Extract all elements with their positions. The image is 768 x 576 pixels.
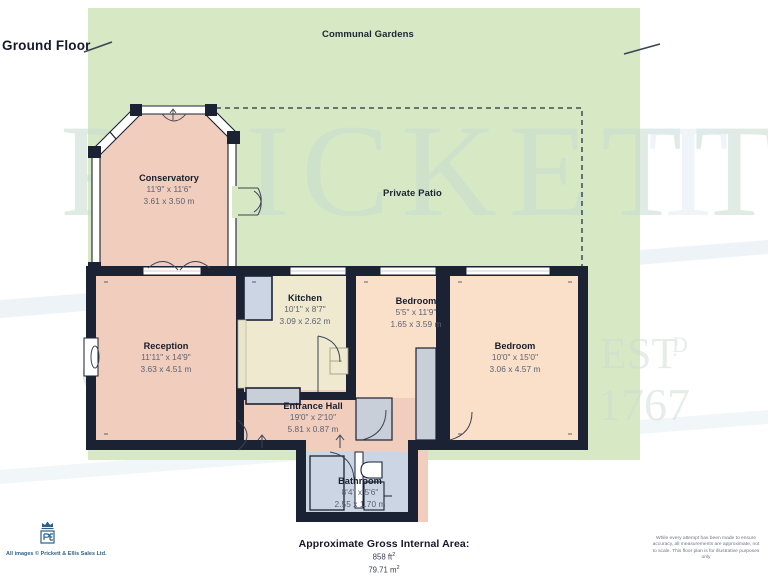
room-metric: 5.81 x 0.87 m <box>287 423 339 434</box>
room-imperial: 11'11" x 14'9" <box>141 352 191 362</box>
area-sqm-value: 79.71 m <box>368 565 397 575</box>
room-metric: 3.09 x 2.62 m <box>279 315 331 326</box>
bath-tub <box>309 455 345 511</box>
page-title: Ground Floor <box>2 38 91 53</box>
room-label-conservatory: Conservatory 11'9" x 11'6" 3.61 x 3.50 m <box>104 172 234 207</box>
kitchen-unit-top <box>243 275 273 321</box>
room-imperial: 11'9" x 11'6" <box>146 184 192 194</box>
conservatory-patio-door <box>236 187 262 216</box>
brand-block: All images © Prickett & Ellis Sales Ltd. <box>6 516 156 557</box>
gross-internal-area: Approximate Gross Internal Area: 858 ft2… <box>0 538 768 575</box>
svg-text:.: . <box>672 336 678 361</box>
room-imperial: 5'5" x 11'9" <box>395 307 437 317</box>
room-label-bathroom: Bathroom 8'4" x 5'6" 2.55 x 1.70 m <box>300 475 420 510</box>
svg-text:1767: 1767 <box>598 379 690 430</box>
svg-text:T: T <box>648 97 741 244</box>
room-label-kitchen: Kitchen 10'1" x 8'7" 3.09 x 2.62 m <box>245 292 365 327</box>
room-metric: 3.61 x 3.50 m <box>143 195 195 206</box>
room-imperial: 8'4" x 5'6" <box>341 487 379 497</box>
room-imperial: 19'0" x 2'10" <box>289 412 337 422</box>
toilet-icon <box>360 461 383 479</box>
front-door-arrow <box>335 434 345 448</box>
watermark-estd: EST D . 1767 <box>598 329 690 430</box>
room-name: Bedroom <box>494 341 536 351</box>
conservatory-top-door-arc <box>161 113 187 122</box>
area-sqft-value: 858 ft <box>372 552 393 562</box>
corner-ticks <box>104 281 572 435</box>
room-label-bedroom-main: Bedroom 10'0" x 15'0" 3.06 x 4.57 m <box>459 340 571 375</box>
room-label-reception: Reception 11'11" x 14'9" 3.63 x 4.51 m <box>101 340 231 375</box>
door-swings <box>147 261 473 479</box>
area-sqm: 79.71 m2 <box>0 563 768 576</box>
communal-gardens-label: Communal Gardens <box>322 29 414 40</box>
svg-text:D: D <box>672 332 688 357</box>
area-sqft: 858 ft2 <box>0 550 768 563</box>
area-title: Approximate Gross Internal Area: <box>298 538 470 550</box>
room-name: Entrance Hall <box>283 401 343 411</box>
disclaimer-text: While every attempt has been made to ens… <box>652 536 760 561</box>
reception-floor <box>96 276 236 442</box>
kitchen-appliance <box>245 387 301 405</box>
private-patio-boundary <box>216 107 583 268</box>
room-metric: 3.06 x 4.57 m <box>489 363 541 374</box>
conservatory-wall-caps <box>88 104 240 272</box>
room-name: Reception <box>143 341 189 351</box>
room-name: Conservatory <box>139 173 199 183</box>
room-label-entrance-hall: Entrance Hall 19'0" x 2'10" 5.81 x 0.87 … <box>248 400 378 435</box>
area-sqm-unit-sup: 2 <box>396 564 400 571</box>
conservatory-floor <box>92 108 236 268</box>
reception-entry-arrow <box>257 434 267 448</box>
svg-text:EST: EST <box>600 329 678 378</box>
room-label-bedroom-small: Bedroom 5'5" x 11'9" 1.65 x 3.59 m <box>361 295 471 330</box>
room-metric: 2.55 x 1.70 m <box>334 498 386 509</box>
bedroom-small-wardrobe <box>415 347 437 441</box>
room-name: Kitchen <box>287 293 323 303</box>
conservatory-right-opening <box>232 186 238 218</box>
watermark-outside-green: T <box>648 97 741 244</box>
private-patio-label: Private Patio <box>383 188 442 199</box>
bedroom-main-floor <box>450 276 578 442</box>
kitchen-unit-left <box>237 319 247 389</box>
entrance-hall-floor <box>244 398 440 442</box>
hall-cupboard <box>355 397 393 441</box>
area-sqft-unit-sup: 2 <box>392 552 396 558</box>
room-name: Bathroom <box>338 476 382 486</box>
room-imperial: 10'0" x 15'0" <box>491 352 539 362</box>
conservatory-door-arrow <box>169 108 177 120</box>
room-imperial: 10'1" x 8'7" <box>284 304 326 314</box>
room-metric: 1.65 x 3.59 m <box>390 318 442 329</box>
copyright-text: All images © Prickett & Ellis Sales Ltd. <box>6 551 107 557</box>
room-metric: 3.63 x 4.51 m <box>140 363 192 374</box>
prickett-ellis-crown-logo <box>40 521 55 544</box>
title-leader-lines <box>83 41 661 55</box>
reception-window-detail <box>90 345 100 369</box>
room-name: Bedroom <box>395 296 437 306</box>
